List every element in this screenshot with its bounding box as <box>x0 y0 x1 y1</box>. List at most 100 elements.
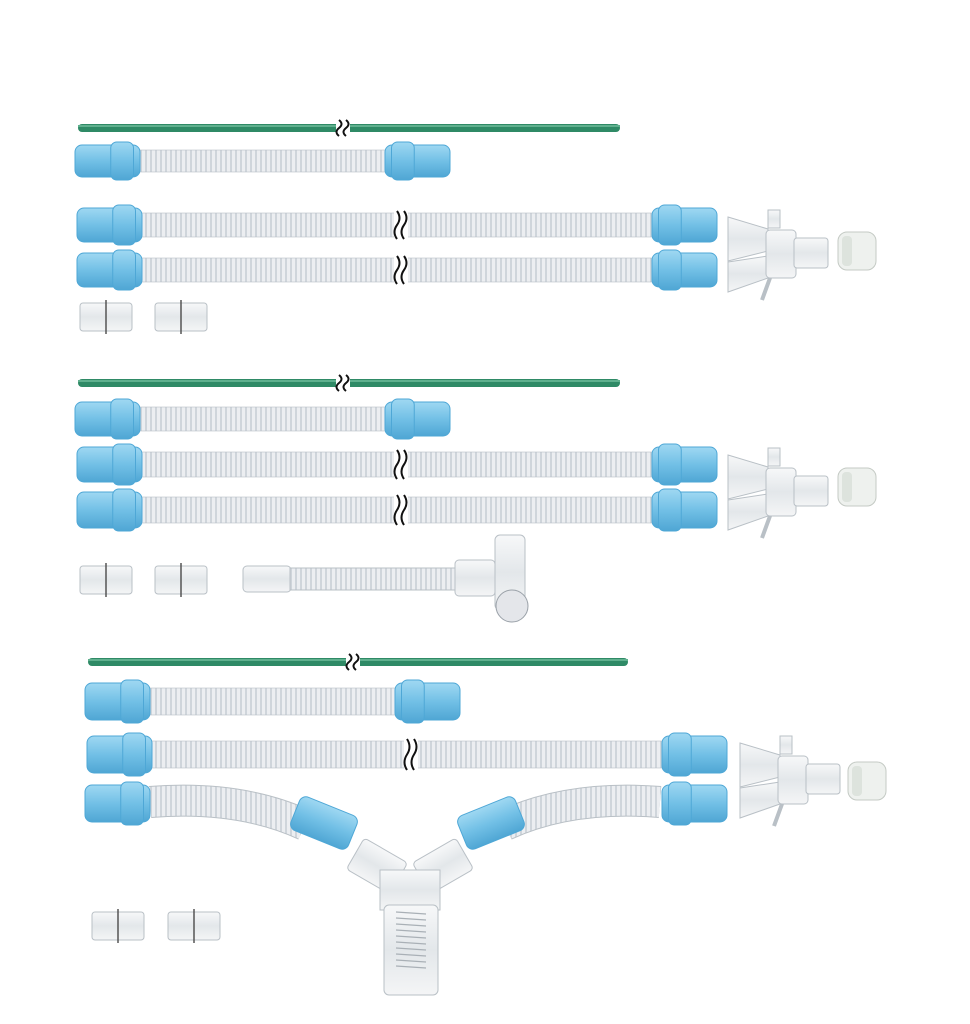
y-body <box>765 467 797 517</box>
set1-rod <box>78 118 620 138</box>
cap-rim <box>842 472 852 502</box>
thread-line <box>395 929 427 933</box>
tether <box>772 803 784 827</box>
break-gap <box>394 254 408 286</box>
y-outlet <box>793 475 829 507</box>
thread-line <box>395 965 427 969</box>
set3-y-piece <box>347 838 473 996</box>
extension-tube <box>289 567 461 591</box>
corrugated-tube <box>124 149 401 173</box>
pressure-dial <box>495 589 529 623</box>
set1-connector-1 <box>79 300 133 334</box>
set2-connector-1 <box>79 563 133 597</box>
set2-long-tube-1 <box>76 443 718 486</box>
cuff-collar <box>668 781 692 826</box>
break-gap <box>394 209 408 241</box>
break-mark <box>345 653 353 671</box>
set1-long-tube-2 <box>76 249 718 291</box>
right-cuff-group <box>651 249 718 291</box>
break-gap <box>336 118 350 138</box>
break-gap <box>346 652 360 672</box>
tether <box>760 277 772 301</box>
left-patient-cuff <box>290 796 358 850</box>
right-cuff-group <box>651 204 718 246</box>
set2-connector-2 <box>154 563 208 597</box>
cuff-collar <box>112 443 136 486</box>
break-mark <box>393 255 401 285</box>
thread-line <box>395 941 427 945</box>
break-mark <box>410 738 418 771</box>
set1-y-connector <box>727 209 829 301</box>
cuff-collar <box>110 398 134 440</box>
break-mark <box>335 119 343 137</box>
y-outlet <box>805 763 841 795</box>
y-branch-top <box>727 216 769 262</box>
set2-y-connector <box>727 447 829 539</box>
break-mark <box>342 374 350 392</box>
break-mark <box>400 210 408 240</box>
break-mark <box>400 494 408 526</box>
cuff-collar <box>391 141 415 181</box>
cuff-collar <box>658 249 682 291</box>
y-branch-bottom <box>727 493 769 531</box>
valve-body <box>454 559 496 597</box>
set3-short-tube <box>84 679 461 724</box>
thread-line <box>395 923 427 927</box>
cap-rim <box>842 236 852 266</box>
cuff-collar <box>122 732 146 777</box>
set3-cap <box>847 761 887 801</box>
thread-line <box>395 917 427 921</box>
y-piece-patient-port <box>383 904 439 996</box>
set1-cap <box>837 231 877 271</box>
set3-limb-tubes <box>84 781 728 850</box>
cuff-collar <box>658 488 682 532</box>
cuff-collar <box>112 249 136 291</box>
thread-line <box>395 953 427 957</box>
cuff-collar <box>112 488 136 532</box>
y-branch-bottom <box>739 781 781 819</box>
break-gap <box>336 373 350 393</box>
cuff-collar <box>120 679 144 724</box>
port-cap <box>767 209 781 229</box>
corrugated-tube <box>124 406 401 432</box>
set2-rod <box>78 373 620 393</box>
port-cap <box>767 447 781 467</box>
break-mark <box>342 119 350 137</box>
break-mark <box>400 255 408 285</box>
set2-cap <box>837 467 877 507</box>
cuff-collar <box>110 141 134 181</box>
break-mark <box>400 449 408 480</box>
set3-connector-2 <box>167 909 221 943</box>
break-mark <box>393 449 401 480</box>
right-cuff-group <box>661 732 728 777</box>
right-cuff-group <box>661 781 728 826</box>
tether <box>760 515 772 539</box>
set3-y-connector <box>739 735 841 827</box>
y-body <box>765 229 797 279</box>
y-branch-bottom <box>727 255 769 293</box>
break-gap <box>394 493 408 527</box>
right-patient-cuff <box>457 796 525 850</box>
cuff-collar <box>112 204 136 246</box>
thread-line <box>395 911 427 915</box>
cuff-collar <box>658 443 682 486</box>
set2-valve-extension <box>242 534 529 623</box>
break-mark <box>335 374 343 392</box>
set1-short-tube <box>74 141 451 181</box>
set1-long-tube-1 <box>76 204 718 246</box>
right-cuff-group <box>651 443 718 486</box>
break-gap <box>404 737 418 772</box>
break-mark <box>403 738 411 771</box>
cuff-collar <box>401 679 425 724</box>
set1-connector-2 <box>154 300 208 334</box>
cuff-collar <box>658 204 682 246</box>
break-gap <box>394 448 408 481</box>
right-cuff-group <box>384 141 451 181</box>
set3-rod <box>88 652 628 672</box>
set2-short-tube <box>74 398 451 440</box>
port-cap <box>779 735 793 755</box>
set3-connector-1 <box>91 909 145 943</box>
cuff-collar <box>391 398 415 440</box>
cuff-collar <box>120 781 144 826</box>
